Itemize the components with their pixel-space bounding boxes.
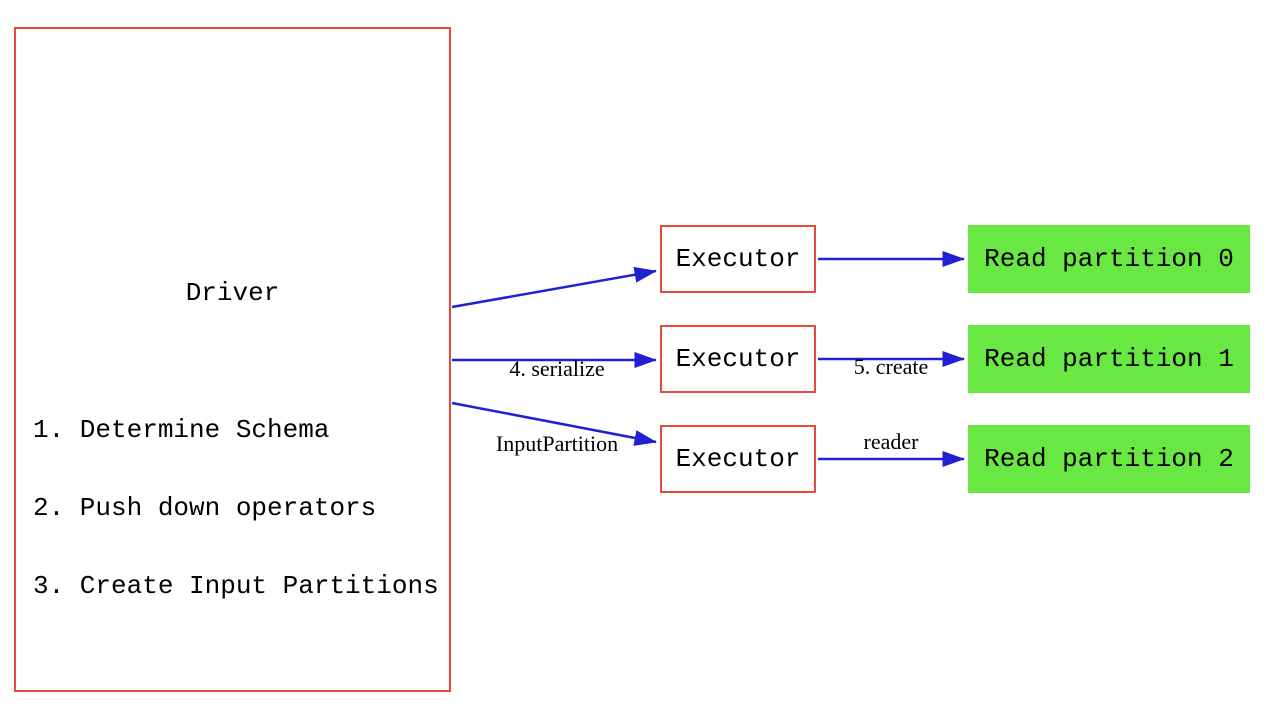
read-partition-box-2: Read partition 2: [968, 425, 1250, 493]
driver-step-3: 3. Create Input Partitions: [33, 571, 439, 601]
driver-steps: 1. Determine Schema 2. Push down operato…: [33, 365, 439, 651]
read-partition-label-1: Read partition 1: [984, 344, 1234, 374]
edge-label-serialize-inputpartition: 4. serialize InputPartition: [446, 306, 668, 506]
edge-label-create-reader-line1: 5. create: [853, 354, 929, 379]
edge-label-create-reader-line2: reader: [863, 429, 919, 454]
driver-title: Driver: [185, 278, 280, 308]
driver-step-2: 2. Push down operators: [33, 493, 377, 523]
executor-box-0: Executor: [660, 225, 816, 293]
read-partition-label-0: Read partition 0: [984, 244, 1234, 274]
executor-label-0: Executor: [675, 244, 801, 274]
edge-label-serialize-line2: InputPartition: [495, 431, 619, 456]
executor-box-2: Executor: [660, 425, 816, 493]
executor-label-2: Executor: [675, 444, 801, 474]
executor-box-1: Executor: [660, 325, 816, 393]
read-partition-label-2: Read partition 2: [984, 444, 1234, 474]
read-partition-box-1: Read partition 1: [968, 325, 1250, 393]
arrow-driver-to-executor-0: [451, 266, 657, 309]
edge-label-serialize-line1: 4. serialize: [509, 356, 605, 381]
read-partition-box-0: Read partition 0: [968, 225, 1250, 293]
driver-step-1: 1. Determine Schema: [33, 415, 330, 445]
edge-label-create-reader: 5. create reader: [791, 304, 991, 504]
executor-label-1: Executor: [675, 344, 801, 374]
driver-box: Driver 1. Determine Schema 2. Push down …: [14, 27, 451, 692]
